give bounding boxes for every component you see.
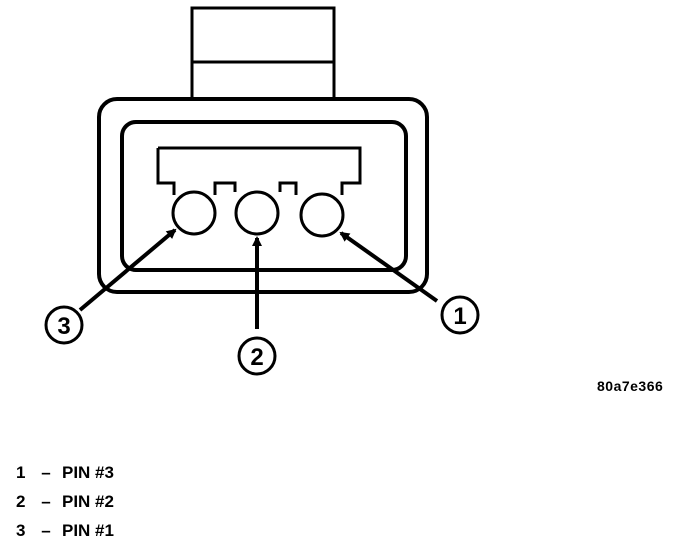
callout-2: 2 (237, 336, 277, 376)
legend-number: 3 (16, 521, 26, 540)
callout-1-label: 1 (453, 303, 466, 330)
legend-separator: – (41, 492, 51, 511)
legend-item: 1–PIN #3 (16, 458, 114, 487)
pin-legend: 1–PIN #3 2–PIN #2 3–PIN #1 (16, 458, 114, 545)
terminal-cavity-outline (156, 146, 362, 195)
legend-label: PIN #1 (62, 521, 114, 540)
callout-arrow-1 (339, 231, 439, 303)
figure-id: 80a7e366 (597, 378, 664, 394)
legend-item: 3–PIN #1 (16, 516, 114, 545)
legend-number: 1 (16, 463, 26, 482)
callout-arrow-3 (78, 228, 177, 312)
legend-separator: – (41, 463, 51, 482)
pin-1-terminal (171, 190, 217, 236)
legend-item: 2–PIN #2 (16, 487, 114, 516)
connector-cable-outlet (190, 6, 336, 102)
legend-label: PIN #3 (62, 463, 114, 482)
pin-2-terminal (234, 190, 280, 236)
callout-3: 3 (44, 305, 84, 345)
legend-number: 2 (16, 492, 26, 511)
pin-3-terminal (299, 192, 345, 238)
legend-separator: – (41, 521, 51, 540)
callout-2-label: 2 (250, 344, 263, 371)
callout-1: 1 (440, 295, 480, 335)
legend-label: PIN #2 (62, 492, 114, 511)
callout-3-label: 3 (57, 313, 70, 340)
